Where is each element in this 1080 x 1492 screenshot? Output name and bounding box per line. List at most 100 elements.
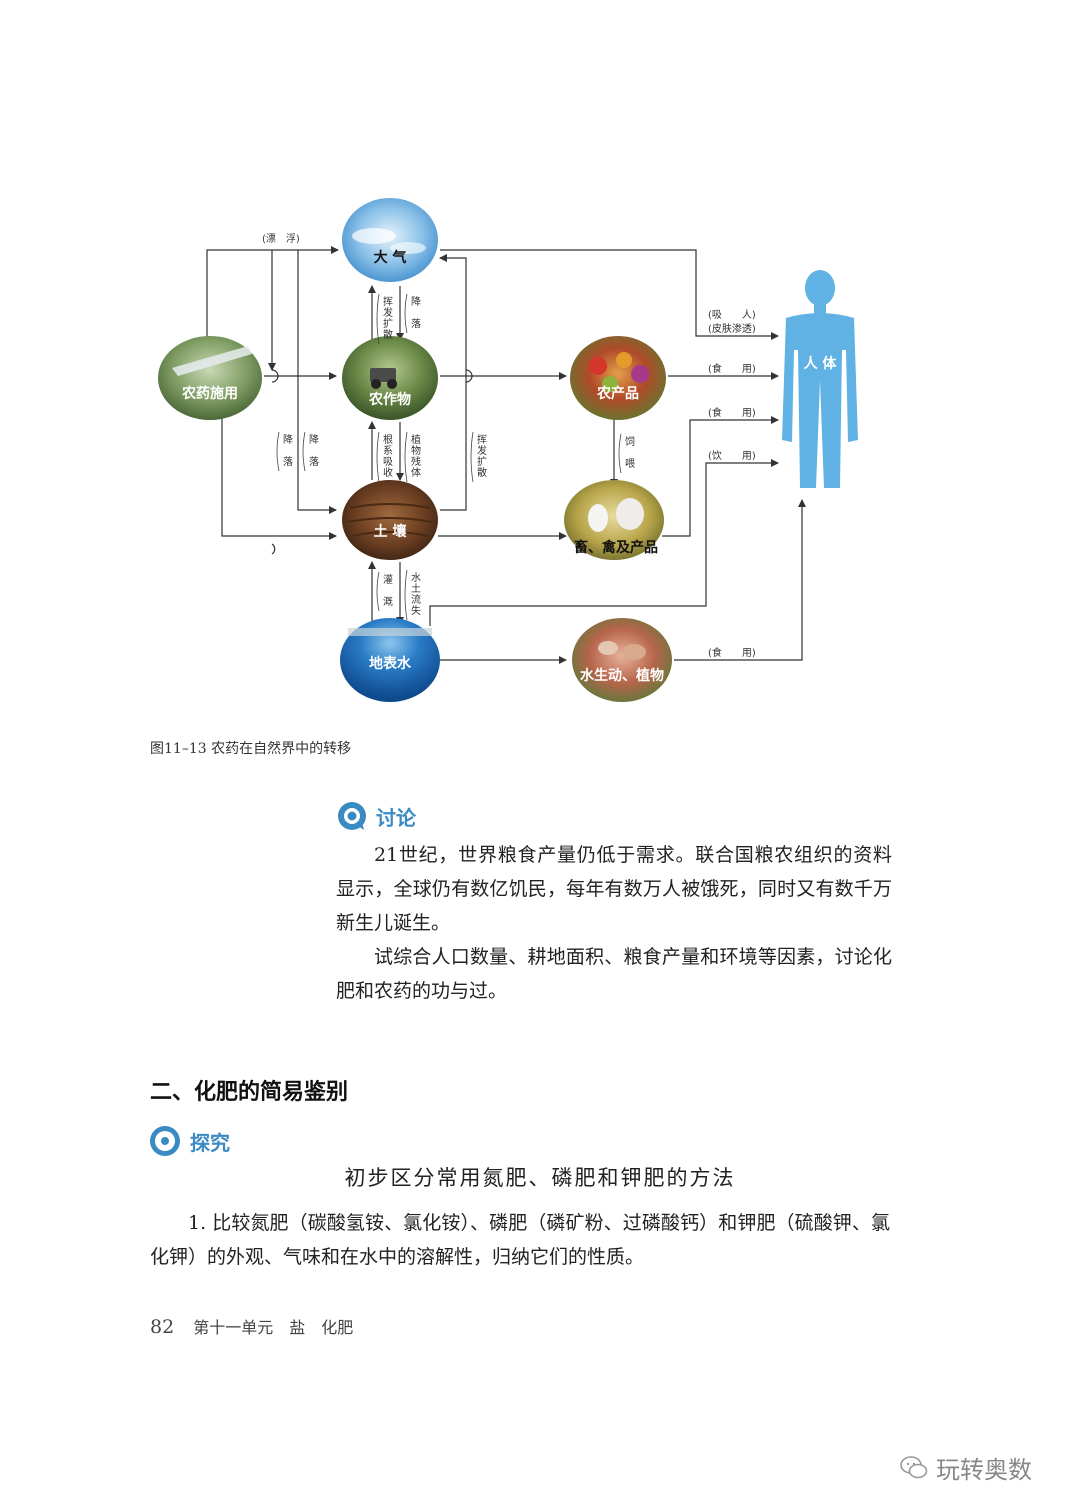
edge-label-char: 落	[283, 456, 293, 468]
bracket-mark	[404, 569, 408, 621]
edge-label-char: 降	[309, 433, 319, 446]
node-pesticide: 农药施用	[158, 336, 262, 420]
bracket-mark	[376, 431, 380, 483]
node-atmosphere: 大 气	[342, 198, 438, 282]
edge-pesticide-soil	[221, 418, 337, 540]
edge-label-char: 残	[411, 455, 421, 468]
node-surface-water: 地表水	[340, 618, 440, 702]
node-soil-label: 土 壤	[374, 523, 408, 540]
label-feed: 饲喂	[618, 433, 635, 474]
edge-atmosphere-human	[440, 249, 779, 340]
bracket-mark	[404, 431, 408, 483]
explore-icon	[150, 1126, 180, 1156]
node-surface-water-label: 地表水	[369, 655, 412, 672]
label-settle-2: 降落	[276, 431, 293, 472]
edge-label-char: 水	[411, 572, 421, 584]
bracket-mark	[404, 293, 408, 334]
unit-title: 第十一单元 盐 化肥	[193, 1318, 354, 1337]
edge-label-char: 溉	[383, 595, 393, 608]
bracket-mark	[276, 431, 280, 472]
bracket-mark	[618, 433, 622, 474]
edge-label-char: 物	[411, 444, 421, 457]
edge-labels: (漂 浮) (吸 人) (皮肤渗透) (食 用) (食 用) (饮 用) (食 …	[262, 233, 756, 659]
edge-livestock-human	[662, 416, 779, 537]
node-pesticide-label: 农药施用	[181, 385, 238, 402]
node-atmosphere-label: 大 气	[374, 249, 407, 266]
edge-label-char: 系	[383, 445, 393, 457]
bracket-mark	[376, 293, 380, 345]
edge-label-char: 扩	[383, 317, 393, 330]
node-human-label: 人 体	[804, 355, 838, 372]
label-settle-1: 降落	[404, 293, 421, 334]
node-aquatic-label: 水生动、植物	[580, 667, 664, 684]
label-irrigate: 灌溉	[376, 571, 393, 612]
explore-header: 探究	[148, 1124, 230, 1158]
label-settle-3: 降落	[302, 431, 319, 472]
edge-label-char: 散	[383, 328, 393, 341]
edge-pesticide-atmosphere	[206, 246, 339, 338]
explore-subtitle: 初步区分常用氮肥、磷肥和钾肥的方法	[344, 1166, 736, 1190]
edge-water-human	[429, 459, 779, 626]
discussion-paragraph: 试综合人口数量、耕地面积、粮食产量和环境等因素，讨论化肥和农药的功与过。	[336, 946, 892, 1002]
node-crops: 农作物	[342, 336, 438, 420]
edge-label-char: 土	[411, 582, 421, 595]
edge-label-char: 发	[383, 306, 393, 319]
node-livestock: 畜、禽及产品	[564, 480, 664, 560]
node-produce-label: 农产品	[596, 385, 639, 402]
wechat-icon	[900, 1455, 928, 1478]
edge-aquatic-human	[674, 499, 806, 661]
edge-label-char: 挥	[383, 295, 393, 308]
edge-label-char: 灌	[383, 574, 393, 586]
bracket-mark	[302, 431, 306, 472]
node-human: 人 体	[782, 270, 858, 488]
edge-label-char: 根	[383, 433, 393, 446]
edge-label-char: 降	[283, 433, 293, 446]
explore-title: 探究	[190, 1130, 230, 1155]
node-produce: 农产品	[570, 336, 666, 420]
edge-atmosphere-soil	[297, 250, 337, 514]
edge-label-char: 降	[411, 295, 421, 308]
node-livestock-label: 畜、禽及产品	[574, 539, 658, 556]
edge-label-char: 收	[383, 466, 393, 479]
node-aquatic: 水生动、植物	[572, 618, 672, 702]
label-eat-aquatic: (食 用)	[708, 646, 756, 659]
edge-label-char: 落	[309, 456, 319, 468]
edge-label-char: 吸	[383, 457, 393, 468]
label-drift: (漂 浮)	[262, 233, 300, 245]
edge-label-char: 发	[477, 444, 487, 457]
page-footer: 82 第十一单元 盐 化肥	[150, 1314, 353, 1338]
explore-body: 1. 比较氮肥（碳酸氢铵、氯化铵）、磷肥（磷矿粉、过磷酸钙）和钾肥（硫酸钾、氯化…	[150, 1206, 890, 1274]
line-hop-2	[271, 543, 276, 555]
watermark-text: 玩转奥数	[936, 1456, 1032, 1484]
label-eat-produce: (食 用)	[708, 362, 756, 375]
page-number: 82	[150, 1316, 175, 1338]
node-crops-label: 农作物	[368, 391, 411, 408]
edge-label-char: 挥	[477, 433, 487, 446]
discussion-header: 讨论	[336, 800, 416, 832]
edge-soil-atmosphere	[439, 254, 467, 511]
edge-label-char: 植	[411, 433, 421, 446]
figure-caption: 图11–13 农药在自然界中的转移	[150, 741, 352, 757]
edge-label-char: 落	[411, 318, 421, 330]
label-inhale: (吸 人)	[708, 309, 756, 321]
explore-paragraph: 1. 比较氮肥（碳酸氢铵、氯化铵）、磷肥（磷矿粉、过磷酸钙）和钾肥（硫酸钾、氯化…	[150, 1212, 890, 1268]
discussion-paragraph: 21世纪，世界粮食产量仍低于需求。联合国粮农组织的资料显示，全球仍有数亿饥民，每…	[336, 844, 892, 934]
section-title: 二、化肥的简易鉴别	[150, 1080, 349, 1105]
line-hop-1	[271, 369, 279, 383]
edge-label-char: 饲	[625, 435, 635, 448]
discussion-icon	[338, 802, 366, 830]
edge-label-char: 失	[411, 604, 421, 617]
bracket-mark	[376, 571, 380, 612]
node-soil: 土 壤	[342, 480, 438, 560]
edge-label-char: 散	[477, 466, 487, 479]
bracket-mark	[470, 431, 474, 483]
pesticide-transfer-diagram: 大 气 农药施用 农作物 农产品 土 壤 畜、禽及产品 地表水	[158, 198, 858, 702]
discussion-title: 讨论	[376, 805, 416, 830]
label-eat-livestock: (食 用)	[708, 406, 756, 419]
discussion-body: 21世纪，世界粮食产量仍低于需求。联合国粮农组织的资料显示，全球仍有数亿饥民，每…	[336, 838, 892, 1008]
